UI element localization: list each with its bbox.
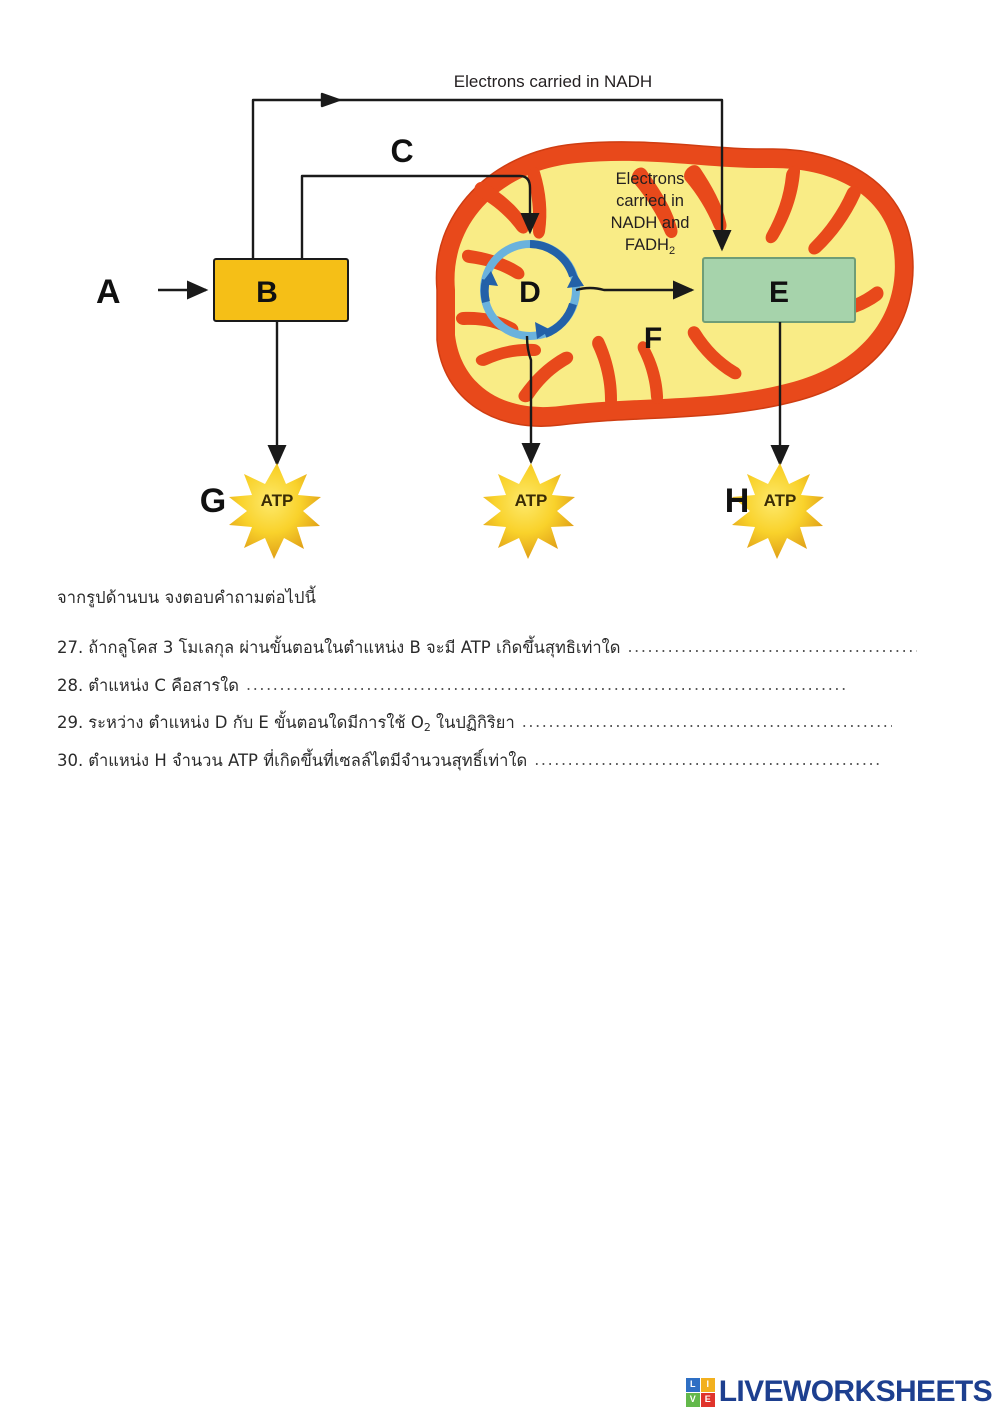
- question-number-28: 28.: [57, 675, 84, 695]
- question-text-29-subscript: 2: [423, 721, 431, 735]
- question-number-27: 27.: [57, 637, 84, 657]
- question-text-29: ระหว่าง ตำแหน่ง D กับ E ขั้นตอนใดมีการใช…: [88, 710, 514, 736]
- label-c: C: [390, 133, 413, 169]
- label-d: D: [519, 276, 541, 309]
- logo-square-v: V: [685, 1392, 700, 1407]
- question-row-27: 27. ถ้ากลูโคส 3 โมเลกุล ผ่านขั้นตอนในตำแ…: [57, 635, 947, 661]
- label-electrons-nadh: Electrons carried in NADH: [454, 72, 652, 91]
- answer-line-30[interactable]: ........................................…: [534, 750, 879, 770]
- svg-text:Electrons: Electrons: [616, 170, 685, 188]
- atp-star-g: ATP: [229, 463, 321, 559]
- label-f: F: [644, 322, 662, 355]
- atp-label-middle: ATP: [515, 491, 548, 510]
- question-row-29: 29. ระหว่าง ตำแหน่ง D กับ E ขั้นตอนใดมีก…: [57, 710, 947, 736]
- question-row-28: 28. ตำแหน่ง C คือสารใด .................…: [57, 673, 947, 699]
- svg-text:FADH2: FADH2: [625, 236, 675, 257]
- question-number-29: 29.: [57, 713, 84, 733]
- atp-label-g: ATP: [261, 491, 294, 510]
- question-row-30: 30. ตำแหน่ง H จำนวน ATP ที่เกิดขึ้นที่เซ…: [57, 748, 947, 774]
- liveworksheets-logo[interactable]: L I V E LIVEWORKSHEETS: [685, 1375, 993, 1409]
- question-text-29-main: ระหว่าง ตำแหน่ง D กับ E ขั้นตอนใดมีการใช…: [88, 713, 424, 733]
- label-electrons-nadh-fadh2: Electrons carried in NADH and FADH2: [611, 170, 690, 257]
- label-g: G: [200, 482, 226, 520]
- krebs-cycle-circle: [480, 240, 584, 340]
- question-number-30: 30.: [57, 751, 84, 771]
- logo-squares-icon: L I V E: [685, 1377, 715, 1407]
- questions-intro: จากรูปด้านบน จงตอบคำถามต่อไปนี้: [57, 588, 316, 607]
- atp-star-middle: ATP: [483, 463, 575, 559]
- label-b: B: [256, 276, 278, 309]
- question-text-27: ถ้ากลูโคส 3 โมเลกุล ผ่านขั้นตอนในตำแหน่ง…: [88, 637, 621, 657]
- logo-square-l: L: [685, 1377, 700, 1392]
- answer-line-29[interactable]: ........................................…: [521, 712, 892, 732]
- label-h: H: [725, 482, 750, 520]
- respiration-diagram: ATP ATP ATP Electrons carried in NADH El…: [0, 0, 1000, 560]
- atp-label-h: ATP: [764, 491, 797, 510]
- logo-square-e: E: [700, 1392, 715, 1407]
- question-text-28: ตำแหน่ง C คือสารใด: [88, 675, 240, 695]
- svg-text:carried in: carried in: [616, 192, 684, 210]
- atp-star-h: ATP: [732, 463, 824, 559]
- label-a: A: [96, 273, 121, 311]
- question-text-29-tail: ในปฏิกิริยา: [430, 713, 515, 733]
- diagram-arrows: [158, 92, 790, 467]
- box-b-glycolysis: [213, 258, 349, 322]
- answer-line-27[interactable]: ........................................…: [627, 636, 918, 656]
- questions-section: จากรูปด้านบน จงตอบคำถามต่อไปนี้ 27. ถ้าก…: [57, 586, 947, 786]
- logo-wordmark: LIVEWORKSHEETS: [718, 1375, 993, 1408]
- logo-square-i: I: [700, 1377, 715, 1392]
- answer-line-28[interactable]: ........................................…: [246, 674, 846, 694]
- label-e: E: [769, 276, 789, 309]
- svg-text:NADH and: NADH and: [611, 214, 690, 232]
- question-text-30: ตำแหน่ง H จำนวน ATP ที่เกิดขึ้นที่เซลล์ไ…: [88, 751, 528, 771]
